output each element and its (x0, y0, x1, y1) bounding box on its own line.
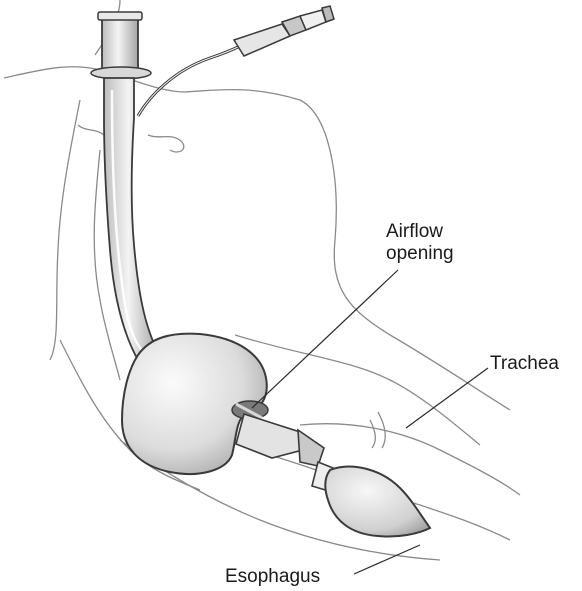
tissue-fold-2 (78, 125, 104, 135)
trachea-label: Trachea (490, 353, 559, 375)
airflow-label-line1: Airflow (386, 221, 454, 243)
distal-bulb (325, 467, 430, 537)
trachea-leader (406, 368, 488, 428)
mask-cuff (122, 334, 268, 474)
tube-connector (102, 16, 138, 70)
airflow-opening-label: Airflow opening (386, 221, 454, 265)
tissue-fold-1 (148, 135, 184, 152)
pharynx-back-wall (50, 100, 80, 360)
drain-tube (236, 414, 338, 492)
anatomy-outlines (4, 0, 520, 560)
esophagus-leader (354, 545, 420, 574)
inflation-line (138, 46, 240, 116)
pilot-valve (234, 6, 334, 56)
esophagus-label: Esophagus (225, 566, 320, 588)
airflow-leader (252, 270, 398, 408)
airflow-label-line2: opening (386, 243, 454, 265)
